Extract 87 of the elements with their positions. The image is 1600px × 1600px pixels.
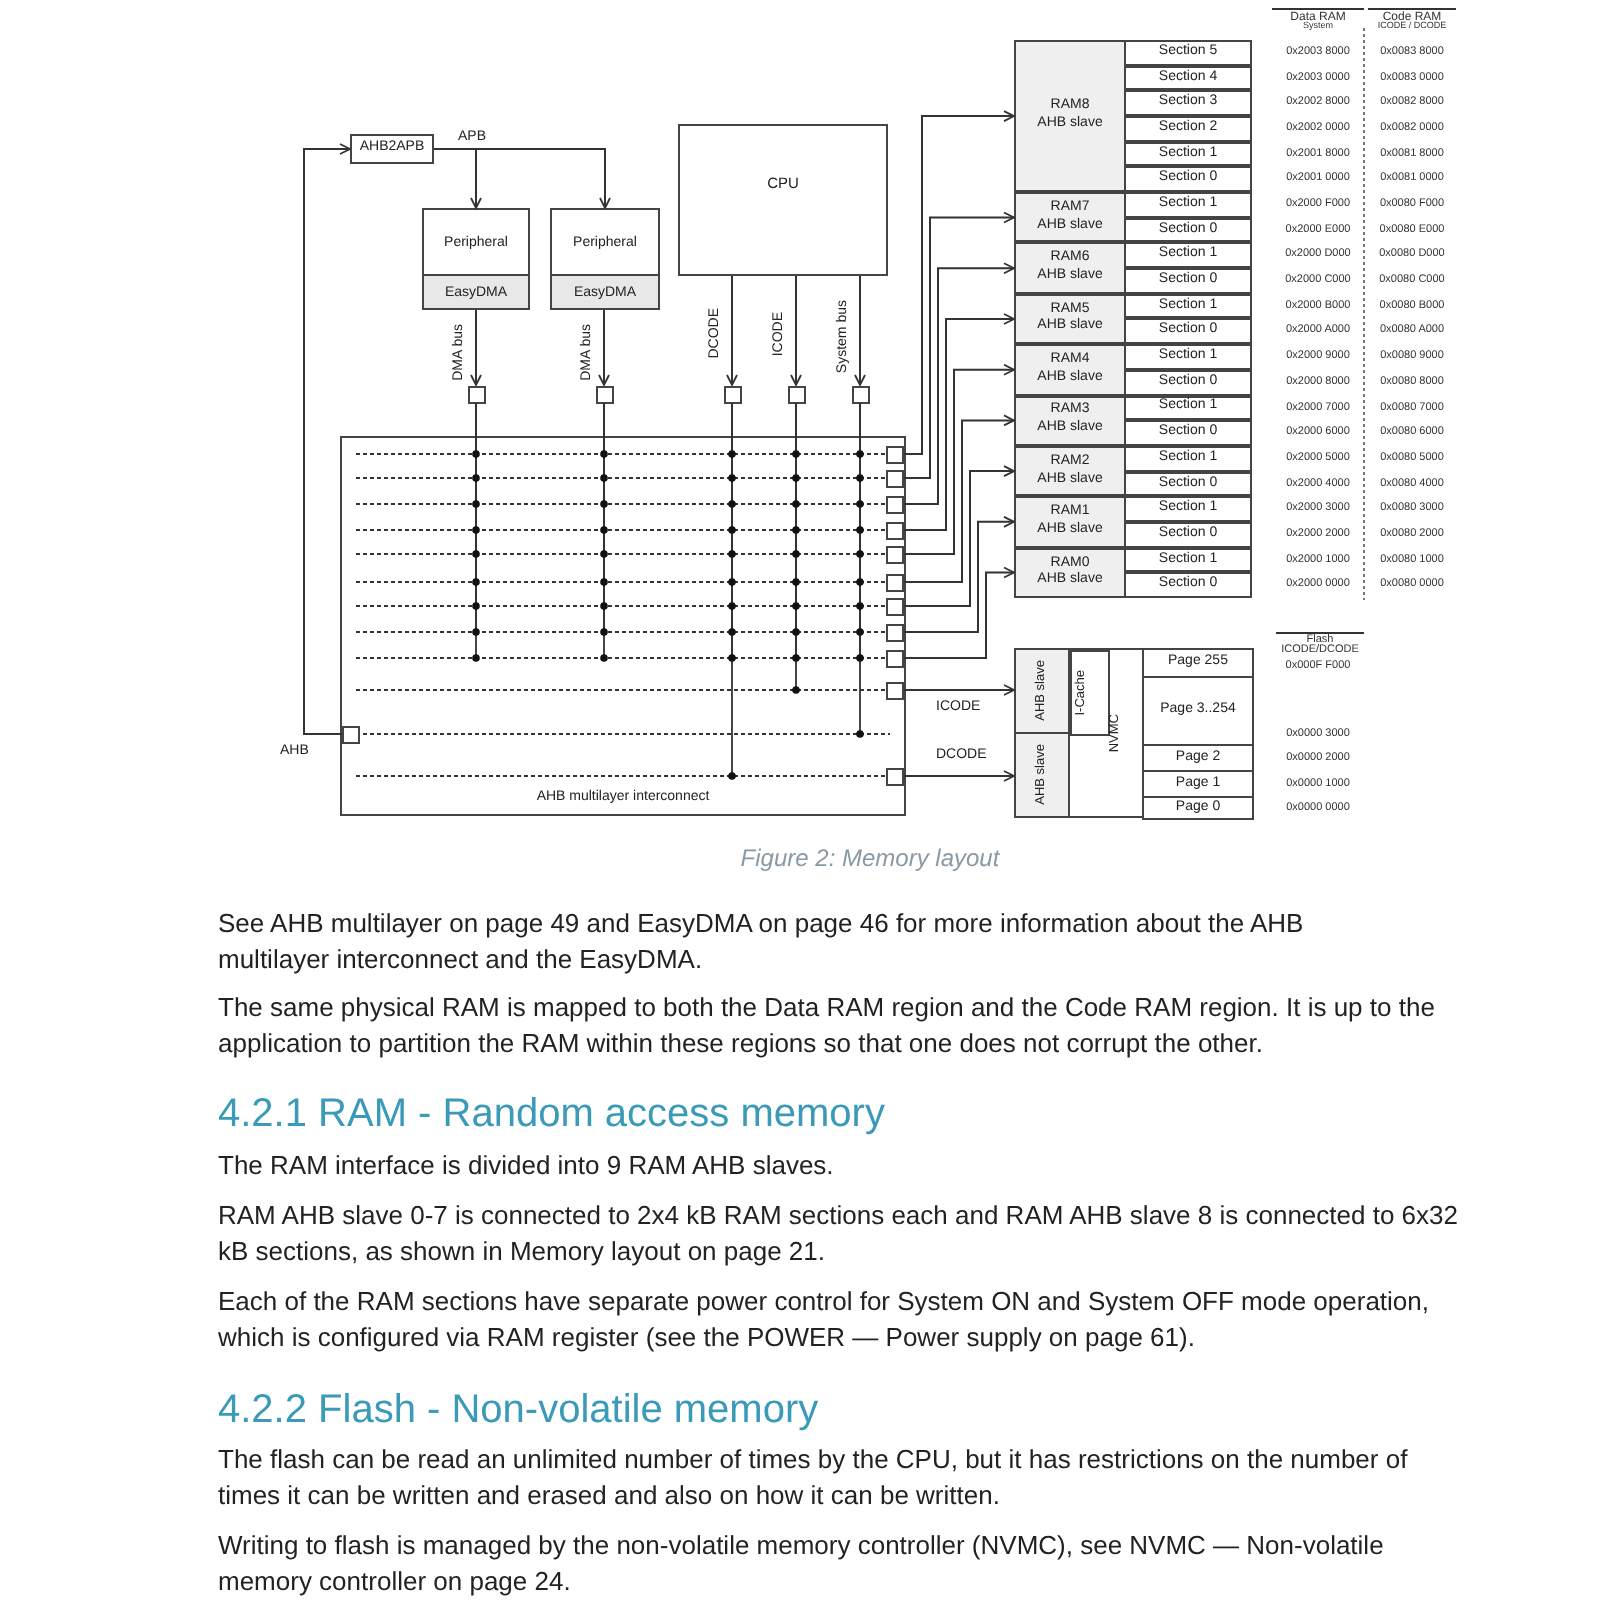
- port-square: [886, 681, 904, 699]
- bus-arrow: [903, 515, 1015, 633]
- paragraph: The flash can be read an unlimited number of times by the CPU, but it has restrictions on the number of times it can be written and erased and also on how it can be written.: [218, 1442, 1410, 1514]
- memory-cell: [1124, 90, 1252, 117]
- port-square: [723, 385, 741, 403]
- port-square: [886, 445, 904, 463]
- bus-arrow: [726, 275, 738, 386]
- memory-cell: [1124, 65, 1252, 91]
- port-square: [851, 385, 869, 403]
- bus-arrow: [903, 262, 1015, 505]
- cpu-box: [678, 124, 888, 276]
- figure-caption: Figure 2: Memory layout: [738, 844, 1002, 872]
- memory-cell: [1124, 496, 1252, 522]
- memory-cell: [1124, 217, 1252, 243]
- bus-arrow: [903, 566, 1015, 659]
- port-square: [886, 521, 904, 539]
- port-square: [886, 545, 904, 563]
- port-square: [467, 385, 485, 403]
- bus-arrow: [903, 363, 1015, 555]
- port-square: [886, 767, 904, 785]
- ram-slave-box: [1014, 293, 1126, 345]
- interconnect-box: [340, 436, 906, 816]
- memory-cell: [1124, 445, 1252, 472]
- port-square: [787, 385, 805, 403]
- bus-arrow: [903, 770, 1015, 782]
- memory-cell: [1124, 268, 1252, 294]
- ram-slave-box: [1014, 40, 1126, 193]
- bus-arrow: [903, 313, 1015, 531]
- port-square: [886, 573, 904, 591]
- peripheral-box: [422, 208, 530, 310]
- memory-cell: [1124, 242, 1252, 269]
- paragraph: RAM AHB slave 0-7 is connected to 2x4 kB RAM sections each and RAM AHB slave 8 is connected to 6x32 kB sections, as shown in Memory layout on page 21.: [218, 1198, 1460, 1270]
- memory-cell: [1124, 471, 1252, 497]
- bus-arrow: [903, 684, 1015, 696]
- flash-slave-box: [1014, 648, 1070, 734]
- memory-cell: [1124, 395, 1252, 421]
- bus-arrow: [470, 309, 482, 386]
- bridge-box: [350, 134, 434, 164]
- memory-cell: [1124, 420, 1252, 446]
- paragraph: See AHB multilayer on page 49 and EasyDMA on page 46 for more information about the AHB multilayer interconnect and the EasyDMA.: [218, 906, 1306, 978]
- ram-slave-box: [1014, 192, 1126, 243]
- bus-arrow: [854, 275, 866, 386]
- ram-slave-box: [1014, 547, 1126, 598]
- paragraph: The same physical RAM is mapped to both the Data RAM region and the Code RAM region. It is up to the application to partition the RAM within these regions so that one does not corrupt the other.: [218, 990, 1437, 1062]
- bus-arrow: [903, 110, 1015, 455]
- memory-cell: [1124, 344, 1252, 370]
- bus-arrow: [790, 275, 802, 386]
- memory-cell: [1124, 116, 1252, 142]
- section-heading: 4.2.1 RAM - Random access memory: [218, 1090, 885, 1138]
- memory-cell: [1124, 293, 1252, 319]
- bus-arrow: [598, 309, 610, 386]
- port-square: [886, 597, 904, 615]
- port-square: [886, 649, 904, 667]
- memory-cell: [1124, 572, 1252, 598]
- port-square: [595, 385, 613, 403]
- ram-slave-box: [1014, 395, 1126, 446]
- memory-cell: [1124, 547, 1252, 573]
- flash-slave-box: [1014, 732, 1070, 818]
- memory-cell: [1124, 521, 1252, 548]
- memory-cell: [1124, 166, 1252, 193]
- bus-arrow: [433, 148, 611, 209]
- ram-slave-box: [1014, 496, 1126, 548]
- port-square: [342, 725, 360, 743]
- memory-cell: [1124, 369, 1252, 395]
- memory-cell: [1124, 40, 1252, 66]
- bus-arrow: [903, 414, 1015, 583]
- section-heading: 4.2.2 Flash - Non-volatile memory: [218, 1386, 819, 1434]
- ram-slave-box: [1014, 445, 1126, 497]
- ram-slave-box: [1014, 242, 1126, 294]
- memory-cell: [1124, 318, 1252, 345]
- paragraph: Each of the RAM sections have separate power control for System ON and System OFF mode operation, which is configured via RAM register (see the POWER — Power supply on page 61).: [218, 1284, 1431, 1356]
- controller-box: [1068, 648, 1144, 818]
- port-square: [886, 469, 904, 487]
- bus-arrow: [903, 211, 1015, 479]
- bus-arrow: [903, 465, 1015, 607]
- controller-box: [1070, 650, 1110, 736]
- port-square: [886, 495, 904, 513]
- bus-arrow: [303, 143, 351, 735]
- ram-slave-box: [1014, 344, 1126, 396]
- peripheral-box: [550, 208, 660, 310]
- memory-cell: [1142, 648, 1254, 678]
- port-square: [886, 623, 904, 641]
- memory-cell: [1124, 192, 1252, 218]
- paragraph: Writing to flash is managed by the non-volatile memory controller (NVMC), see NVMC — Non-volatile memory controller on page 24.: [218, 1528, 1386, 1600]
- paragraph: The RAM interface is divided into 9 RAM AHB slaves.: [218, 1148, 836, 1184]
- memory-cell: [1124, 141, 1252, 167]
- memory-cell: [1142, 796, 1254, 820]
